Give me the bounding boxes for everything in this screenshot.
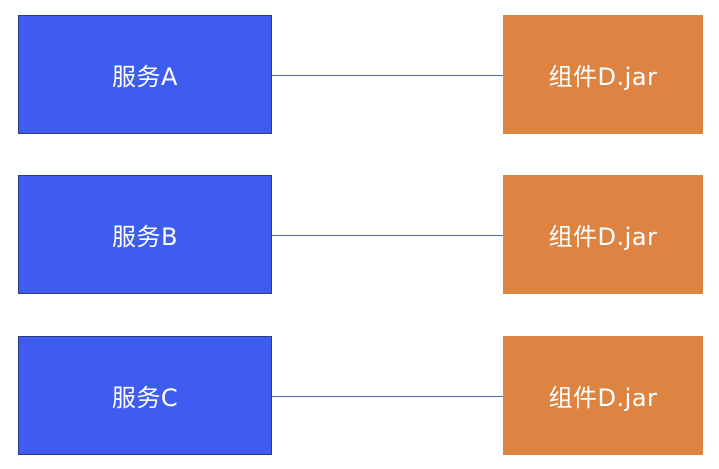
service-box[interactable]: 服务A: [18, 15, 272, 134]
component-label: 组件D.jar: [548, 223, 658, 251]
service-box[interactable]: 服务C: [18, 336, 272, 455]
dependency-row: 服务B 组件D.jar: [0, 175, 719, 296]
component-box[interactable]: 组件D.jar: [503, 336, 703, 455]
dependency-row: 服务A 组件D.jar: [0, 15, 719, 136]
dependency-row: 服务C 组件D.jar: [0, 336, 719, 457]
component-box[interactable]: 组件D.jar: [503, 15, 703, 134]
connector-line: [272, 75, 503, 76]
service-label: 服务B: [112, 223, 178, 251]
service-box[interactable]: 服务B: [18, 175, 272, 294]
component-label: 组件D.jar: [548, 63, 658, 91]
connector-line: [272, 235, 503, 236]
service-label: 服务C: [111, 384, 179, 412]
component-box[interactable]: 组件D.jar: [503, 175, 703, 294]
service-label: 服务A: [112, 63, 178, 91]
component-label: 组件D.jar: [548, 384, 658, 412]
connector-line: [272, 396, 503, 397]
